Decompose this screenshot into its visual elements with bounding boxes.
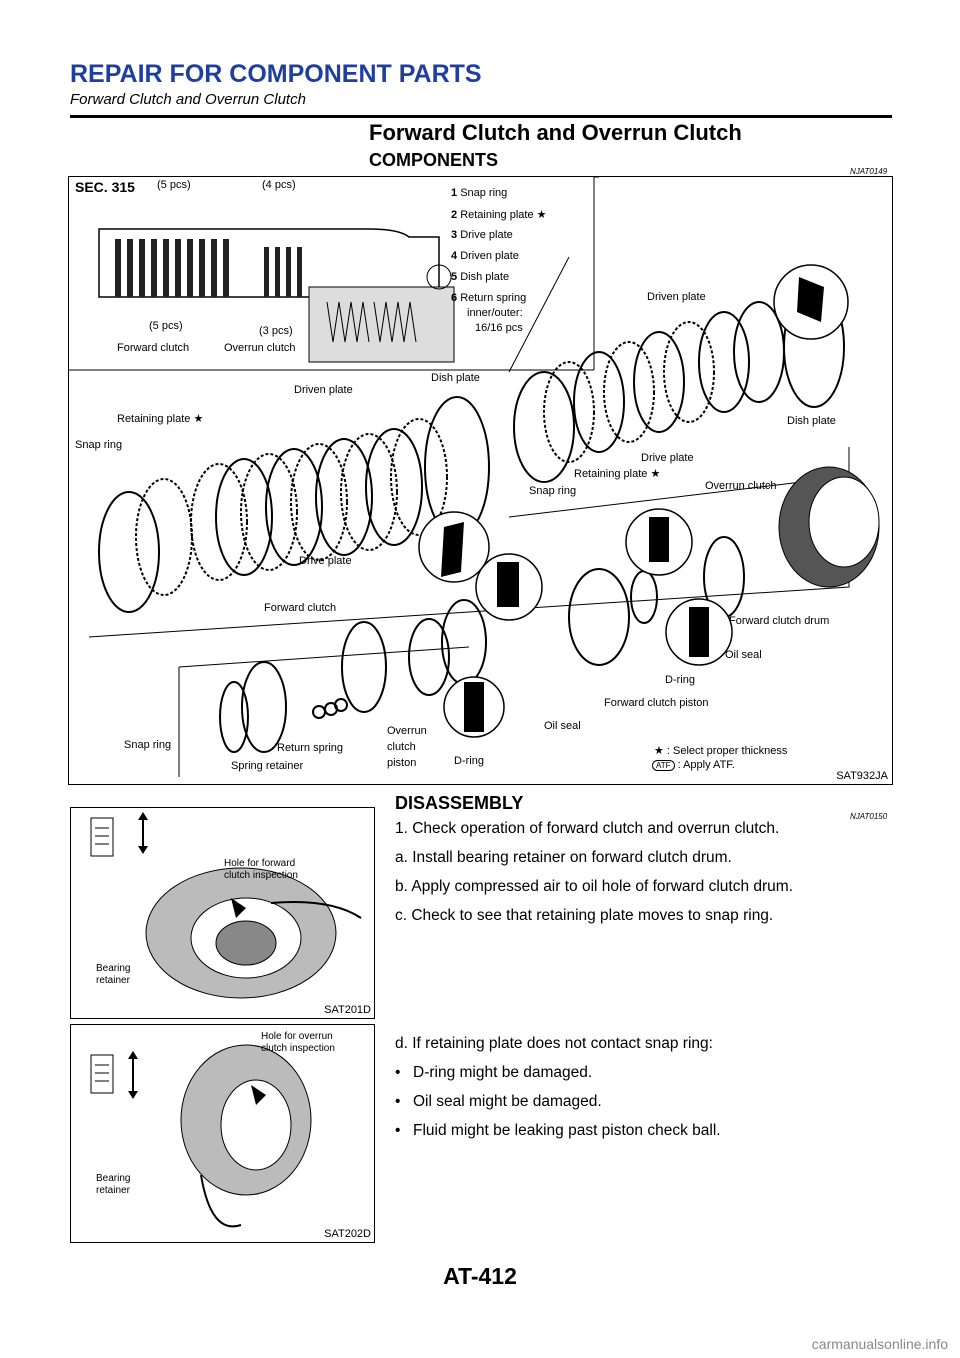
label-oil-seal-right: Oil seal bbox=[725, 649, 762, 661]
fig1-bearing-1: Bearing bbox=[96, 963, 131, 974]
step-d: d. If retaining plate does not contact s… bbox=[395, 1035, 713, 1052]
section-title: Forward Clutch and Overrun Clutch bbox=[369, 120, 742, 145]
forward-clutch-inspection-drawing bbox=[90, 812, 362, 999]
atf-icon: ATF bbox=[652, 760, 675, 771]
legend-2: 2 Retaining plate ★ bbox=[451, 209, 547, 221]
label-spring-retainer: Spring retainer bbox=[231, 760, 304, 772]
header-rule bbox=[70, 115, 892, 118]
label-dish-plate-mid: Dish plate bbox=[431, 372, 480, 384]
label-drive-plate-mid: Drive plate bbox=[299, 555, 352, 567]
bullet-2: •Oil seal might be damaged. bbox=[395, 1093, 602, 1110]
exploded-view-drawing bbox=[69, 177, 880, 777]
label-return-spring: Return spring bbox=[277, 742, 344, 754]
count-3pcs: (3 pcs) bbox=[259, 325, 293, 337]
forward-clutch-caption: Forward clutch bbox=[117, 342, 190, 354]
page-number: AT-412 bbox=[443, 1263, 517, 1289]
label-d-ring-right: D-ring bbox=[665, 674, 695, 686]
components-ref: NJAT0149 bbox=[850, 167, 888, 176]
watermark: carmanualsonline.info bbox=[811, 1336, 948, 1352]
label-oil-seal-left: Oil seal bbox=[544, 720, 581, 732]
label-overrun-piston-1: Overrun bbox=[387, 725, 427, 737]
legend-4: 4 Driven plate bbox=[451, 250, 519, 262]
count-4pcs: (4 pcs) bbox=[262, 179, 296, 191]
count-5pcs-top: (5 pcs) bbox=[157, 179, 191, 191]
legend-5: 5 Dish plate bbox=[451, 271, 510, 283]
legend-6: 6 Return spring bbox=[451, 292, 527, 304]
label-forward-clutch-drum: Forward clutch drum bbox=[729, 615, 830, 627]
fig1-bearing-2: retainer bbox=[96, 975, 130, 986]
fig2-bearing-1: Bearing bbox=[96, 1173, 131, 1184]
overrun-clutch-inspection-drawing bbox=[90, 1044, 312, 1228]
count-5pcs-bottom: (5 pcs) bbox=[149, 320, 183, 332]
legend: 1 Snap ring 2 Retaining plate ★ 3 Drive … bbox=[451, 187, 547, 337]
fig1-callout-2: clutch inspection bbox=[224, 870, 298, 881]
label-drive-plate-right: Drive plate bbox=[641, 452, 694, 464]
label-forward-clutch: Forward clutch bbox=[264, 602, 337, 614]
label-dish-plate-right: Dish plate bbox=[787, 415, 836, 427]
bullet-3: •Fluid might be leaking past piston chec… bbox=[395, 1122, 721, 1139]
fig2-callout-2: clutch inspection bbox=[261, 1043, 335, 1054]
components-figure-code: SAT932JA bbox=[836, 770, 888, 782]
label-retaining-plate-left: Retaining plate ★ bbox=[117, 413, 204, 425]
figure-sat201d: Hole for forward clutch inspection Beari… bbox=[70, 807, 375, 1019]
header-subtitle: Forward Clutch and Overrun Clutch bbox=[70, 91, 306, 108]
legend-1: 1 Snap ring bbox=[451, 187, 508, 199]
sec-number: SEC. 315 bbox=[75, 179, 135, 195]
disassembly-ref: NJAT0150 bbox=[850, 812, 888, 821]
label-overrun-piston-3: piston bbox=[387, 757, 417, 769]
step-c: c. Check to see that retaining plate mov… bbox=[395, 907, 774, 924]
label-overrun-piston-2: clutch bbox=[387, 741, 416, 753]
fig2-bearing-2: retainer bbox=[96, 1185, 130, 1196]
components-heading: COMPONENTS bbox=[369, 150, 499, 170]
label-driven-plate-mid: Driven plate bbox=[294, 384, 353, 396]
label-overrun-clutch: Overrun clutch bbox=[705, 480, 777, 492]
overrun-clutch-caption: Overrun clutch bbox=[224, 342, 296, 354]
step-b: b. Apply compressed air to oil hole of f… bbox=[395, 878, 794, 895]
label-d-ring-bottom: D-ring bbox=[454, 755, 484, 767]
legend-3: 3 Drive plate bbox=[451, 229, 513, 241]
legend-6-line3: 16/16 pcs bbox=[475, 322, 523, 334]
label-driven-plate-top: Driven plate bbox=[647, 291, 706, 303]
note-select-thickness: ★ : Select proper thickness bbox=[654, 745, 788, 757]
fig1-callout-1: Hole for forward bbox=[224, 858, 296, 869]
step-a: a. Install bearing retainer on forward c… bbox=[395, 849, 732, 866]
note-apply-atf: ATF : Apply ATF. bbox=[652, 759, 735, 771]
label-snap-ring-left: Snap ring bbox=[75, 439, 123, 451]
label-snap-ring-right: Snap ring bbox=[529, 485, 577, 497]
fig1-code: SAT201D bbox=[324, 1004, 371, 1016]
fig2-callout-1: Hole for overrun bbox=[261, 1031, 333, 1042]
legend-6-line2: inner/outer: bbox=[467, 307, 523, 319]
disassembly-heading: DISASSEMBLY bbox=[395, 793, 524, 813]
figure-sat202d: Hole for overrun clutch inspection Beari… bbox=[70, 1024, 375, 1243]
label-snap-ring-bottom: Snap ring bbox=[124, 739, 172, 751]
step-1: 1. Check operation of forward clutch and… bbox=[395, 820, 780, 837]
bullet-1: •D-ring might be damaged. bbox=[395, 1064, 593, 1081]
header-title: REPAIR FOR COMPONENT PARTS bbox=[70, 60, 482, 88]
label-forward-clutch-piston: Forward clutch piston bbox=[604, 697, 709, 709]
fig2-code: SAT202D bbox=[324, 1228, 371, 1240]
components-figure: SEC. 315 (5 pcs) (4 pcs) (5 pcs) (3 pcs)… bbox=[68, 176, 893, 785]
label-retaining-plate-right: Retaining plate ★ bbox=[574, 468, 661, 480]
